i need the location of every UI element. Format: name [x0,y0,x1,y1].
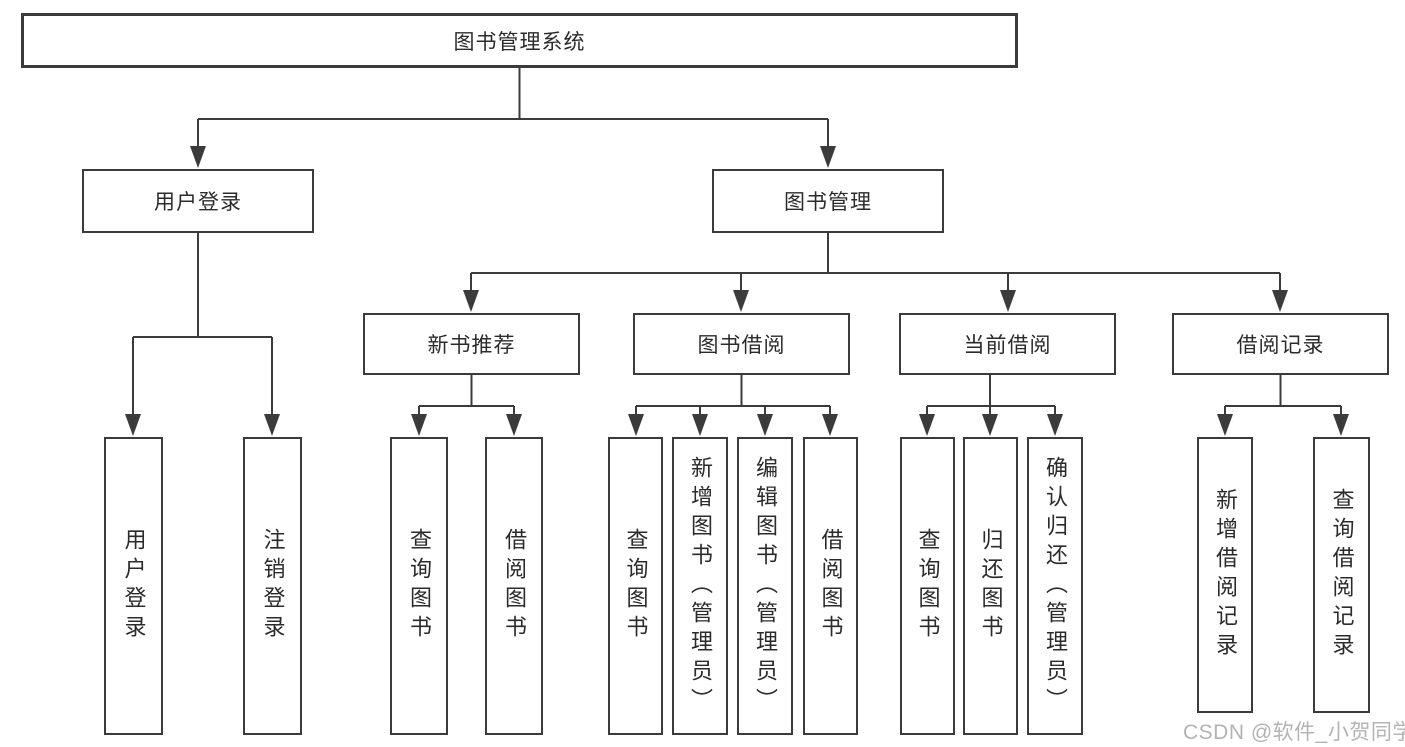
node-label: 借阅图书 [502,528,527,644]
node-current-borrowing: 当前借阅 [899,313,1116,375]
leaf-borrow-books-recommendation: 借阅图书 [485,437,543,735]
node-label: 用户登录 [121,528,147,644]
watermark-text: CSDN @软件_小贺同学 [1183,721,1405,744]
node-label: 当前借阅 [963,334,1052,357]
leaf-add-borrowing-record: 新增借阅记录 [1197,437,1253,713]
node-label: 图书借阅 [697,334,786,357]
node-book-borrowing: 图书借阅 [633,313,850,375]
leaf-query-borrowing-record: 查询借阅记录 [1313,437,1370,713]
node-label: 图书管理系统 [453,30,586,54]
node-label: 新书推荐 [427,334,516,357]
node-label: 查询图书 [915,528,941,644]
node-label: 查询图书 [623,528,649,644]
node-label: 用户登录 [154,191,242,214]
node-label: 注销登录 [260,528,286,644]
node-label: 新增借阅记录 [1213,488,1238,662]
node-label: 查询借阅记录 [1329,488,1355,662]
node-label: 借阅记录 [1236,334,1325,357]
leaf-query-books-borrowing: 查询图书 [608,437,663,735]
node-book-management: 图书管理 [712,169,944,233]
node-label: 确认归还（管理员） [1043,455,1068,717]
node-label: 查询图书 [407,528,432,644]
leaf-return-book: 归还图书 [963,437,1018,735]
leaf-logout: 注销登录 [243,437,302,735]
node-label: 图书管理 [784,191,872,214]
leaf-query-books-recommendation: 查询图书 [390,437,448,735]
leaf-edit-book-admin: 编辑图书（管理员） [737,437,793,735]
leaf-borrow-books-borrowing: 借阅图书 [803,437,858,735]
node-new-book-recommendation: 新书推荐 [363,313,580,375]
node-borrowing-records: 借阅记录 [1172,313,1389,375]
leaf-confirm-return-admin: 确认归还（管理员） [1027,437,1083,735]
node-user-login: 用户登录 [82,169,314,233]
node-label: 新增图书（管理员） [688,455,713,717]
node-label: 归还图书 [978,528,1004,644]
leaf-add-book-admin: 新增图书（管理员） [672,437,728,735]
leaf-user-login: 用户登录 [104,437,163,735]
leaf-query-books-current: 查询图书 [900,437,955,735]
node-label: 编辑图书（管理员） [753,455,778,717]
node-library-management-system: 图书管理系统 [21,13,1018,68]
arrowheads [125,146,1349,436]
node-label: 借阅图书 [818,528,844,644]
